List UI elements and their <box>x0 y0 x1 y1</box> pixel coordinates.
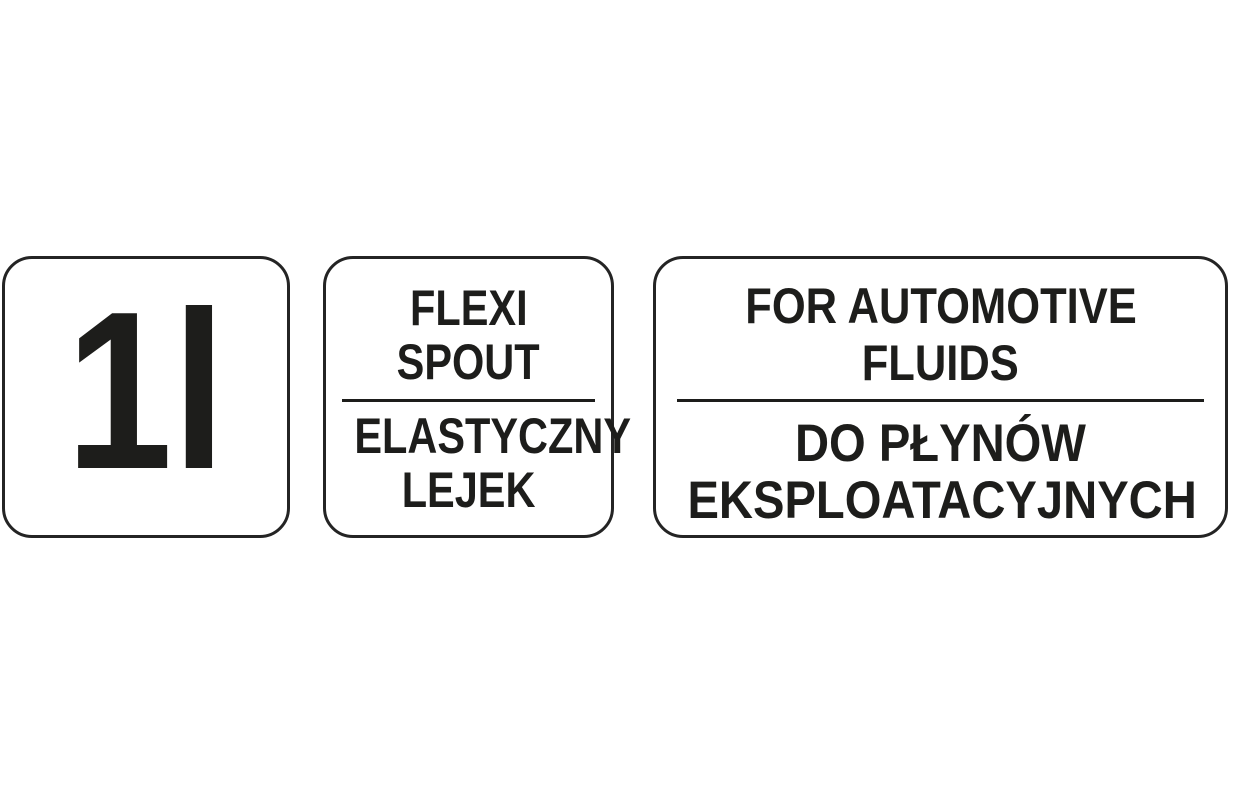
flexi-spout-pl-line2: LEJEK <box>401 462 536 518</box>
automotive-fluids-pl-line2: EKSPLOATACYJNYCH <box>687 471 1197 530</box>
flexi-spout-en-line1: FLEXI <box>409 280 528 336</box>
automotive-fluids-en-line1: FOR AUTOMOTIVE <box>744 278 1137 334</box>
capacity-value: 1l <box>66 263 226 516</box>
flexi-spout-polish-section: ELASTYCZNY LEJEK <box>326 408 632 518</box>
automotive-fluids-en-line2: FLUIDS <box>861 335 1020 391</box>
divider-line <box>677 399 1204 402</box>
automotive-fluids-polish-section: DO PŁYNÓW EKSPLOATACYJNYCH <box>656 415 1225 529</box>
flexi-spout-en-line2: SPOUT <box>397 334 540 390</box>
flexi-spout-english-section: FLEXI SPOUT <box>326 281 611 389</box>
capacity-badge: 1l <box>2 256 290 538</box>
automotive-fluids-pl-line1: DO PŁYNÓW <box>795 414 1086 473</box>
flexi-spout-badge: FLEXI SPOUT ELASTYCZNY LEJEK <box>323 256 632 538</box>
divider-line <box>342 399 595 402</box>
automotive-fluids-badge: FOR AUTOMOTIVE FLUIDS DO PŁYNÓW EKSPLOAT… <box>653 256 1228 538</box>
automotive-fluids-english-section: FOR AUTOMOTIVE FLUIDS <box>656 278 1225 392</box>
flexi-spout-pl-line1: ELASTYCZNY <box>354 408 632 464</box>
